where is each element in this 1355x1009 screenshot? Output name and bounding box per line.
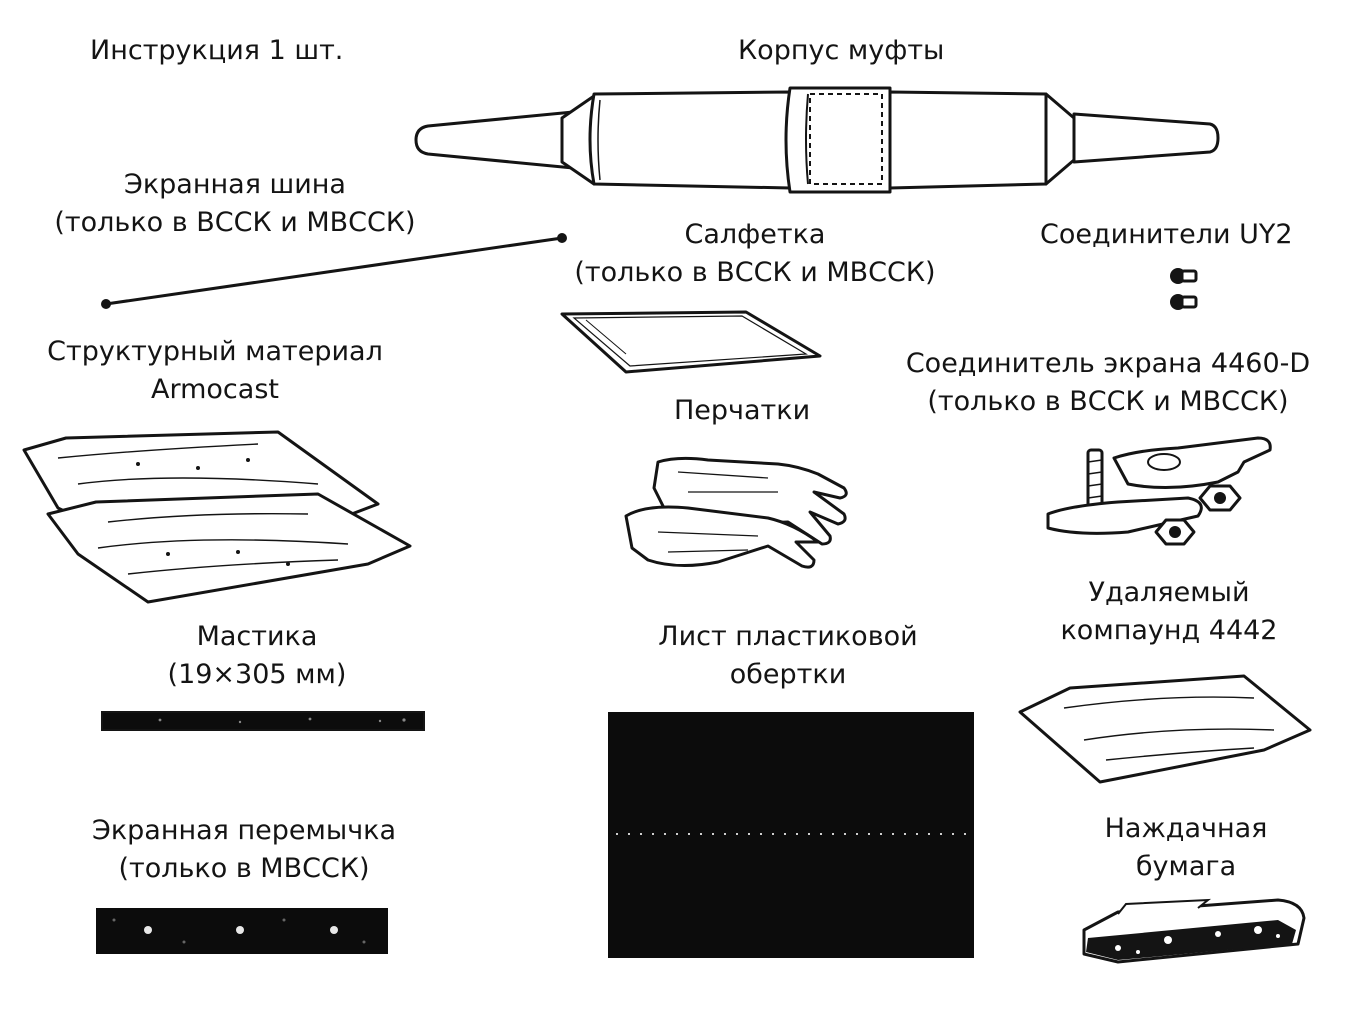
sleeve-body-illustration	[414, 86, 1220, 194]
label-armocast: Структурный материал Armocast	[47, 336, 383, 405]
plastic-wrap-illustration	[608, 712, 974, 958]
shield-bus-illustration	[101, 233, 567, 309]
mastic-illustration	[101, 711, 425, 731]
label-wipe: Салфетка (только в ВССК и МВССК)	[574, 219, 936, 288]
label-shield-bus: Экранная шина (только в ВССК и МВССК)	[54, 169, 416, 238]
label-sandpaper: Наждачная бумага	[1104, 813, 1268, 882]
gloves-illustration	[624, 456, 848, 569]
sandpaper-illustration	[1082, 898, 1306, 964]
label-mastic: Мастика (19×305 мм)	[167, 621, 347, 690]
connectors-uy2-illustration	[1170, 268, 1198, 310]
label-instruction: Инструкция 1 шт.	[90, 35, 344, 66]
label-plastic-wrap: Лист пластиковой обертки	[658, 621, 918, 690]
shield-connector-illustration	[1046, 436, 1272, 546]
removable-compound-illustration	[1018, 674, 1312, 784]
label-connectors-uy2: Соединители UY2	[1040, 219, 1293, 250]
label-shield-jumper: Экранная перемычка (только в МВССК)	[91, 815, 397, 884]
wipe-illustration	[560, 310, 822, 374]
armocast-illustration	[22, 430, 412, 604]
label-gloves: Перчатки	[674, 395, 811, 426]
shield-jumper-illustration	[96, 908, 388, 954]
label-sleeve-body: Корпус муфты	[738, 35, 945, 66]
label-shield-connector: Соединитель экрана 4460-D (только в ВССК…	[905, 348, 1311, 417]
label-removable-compound: Удаляемый компаунд 4442	[1060, 577, 1278, 646]
